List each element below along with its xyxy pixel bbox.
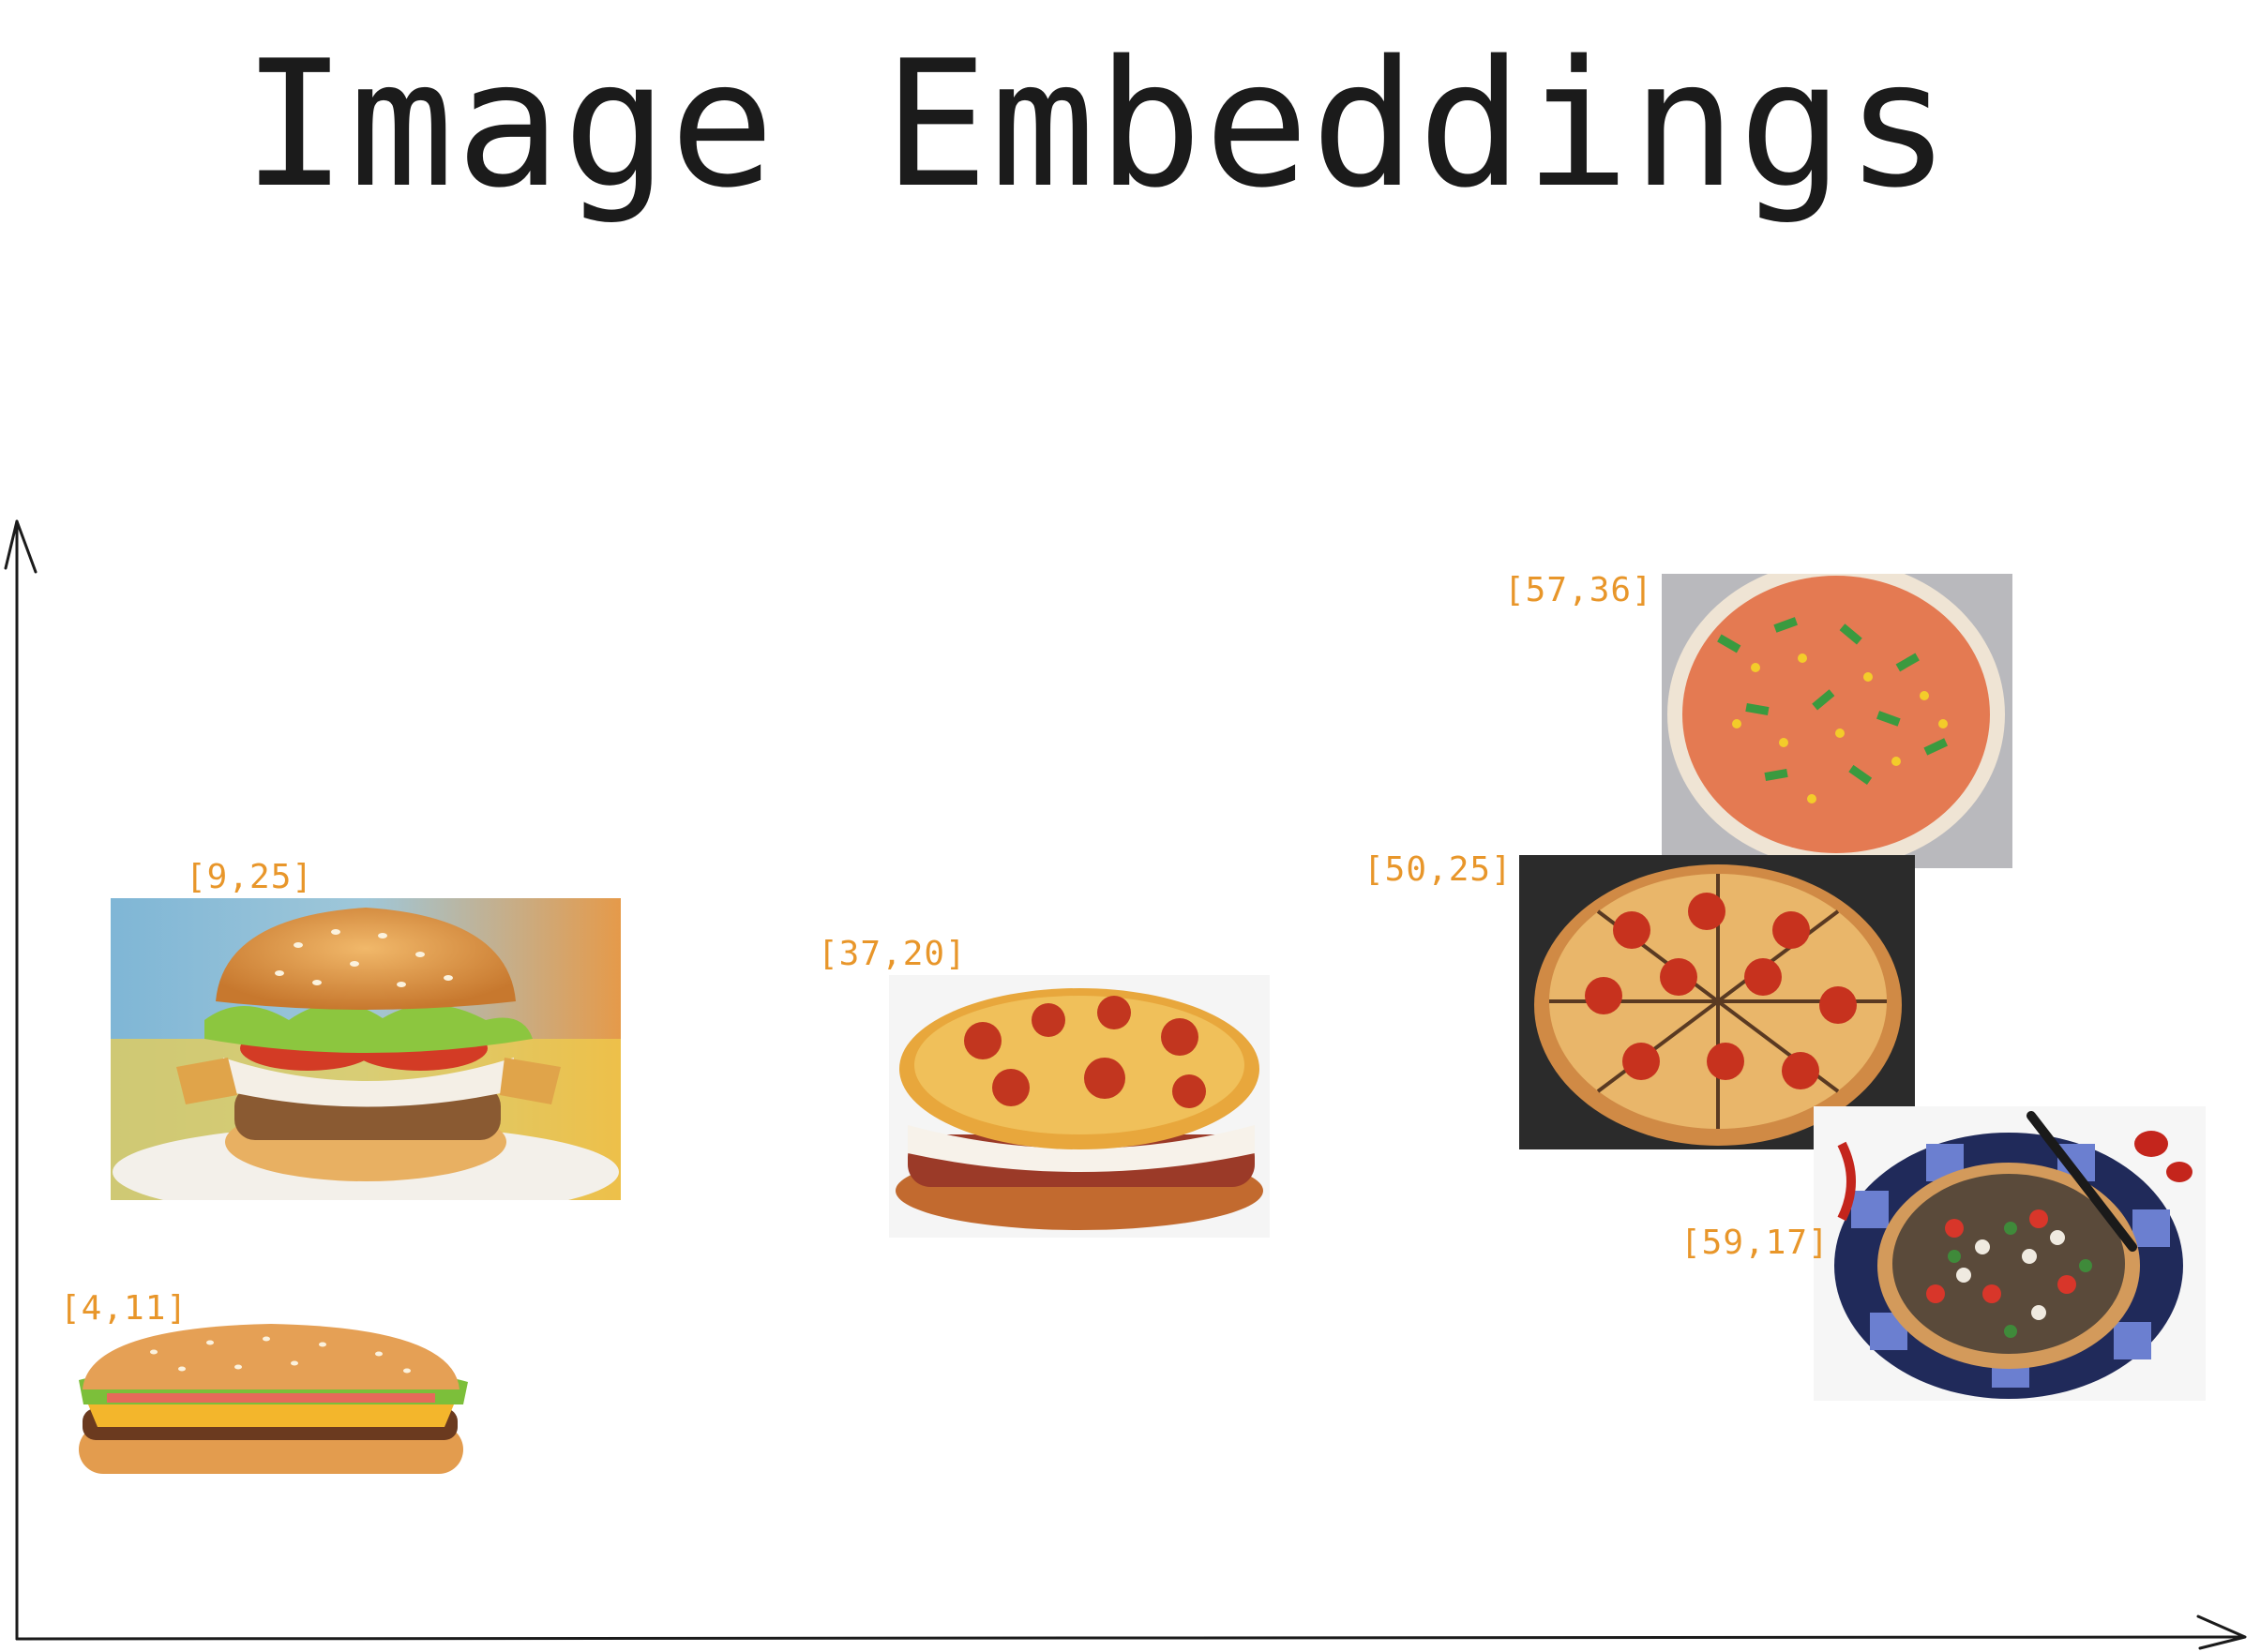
x-axis-arrow <box>2196 1614 2247 1650</box>
pizza-image-2 <box>1662 574 2012 868</box>
x-axis <box>15 1635 2243 1641</box>
embedding-label-2: [4,11] <box>60 1289 188 1328</box>
pizza-image-3 <box>1519 855 1915 1149</box>
burger-image-1 <box>111 898 621 1200</box>
embedding-label-5: [50,25] <box>1364 850 1513 889</box>
burger-image-2 <box>69 1314 473 1489</box>
pizza-image-1 <box>889 975 1270 1238</box>
embedding-label-3: [37,20] <box>818 935 967 973</box>
embedding-label-4: [57,36] <box>1504 571 1653 609</box>
embedding-label-6: [59,17] <box>1680 1224 1830 1262</box>
page-title: Image Embeddings <box>242 23 1952 226</box>
pizza-image-4 <box>1814 1106 2206 1401</box>
embedding-label-1: [9,25] <box>186 858 314 896</box>
y-axis-arrow <box>4 519 38 574</box>
